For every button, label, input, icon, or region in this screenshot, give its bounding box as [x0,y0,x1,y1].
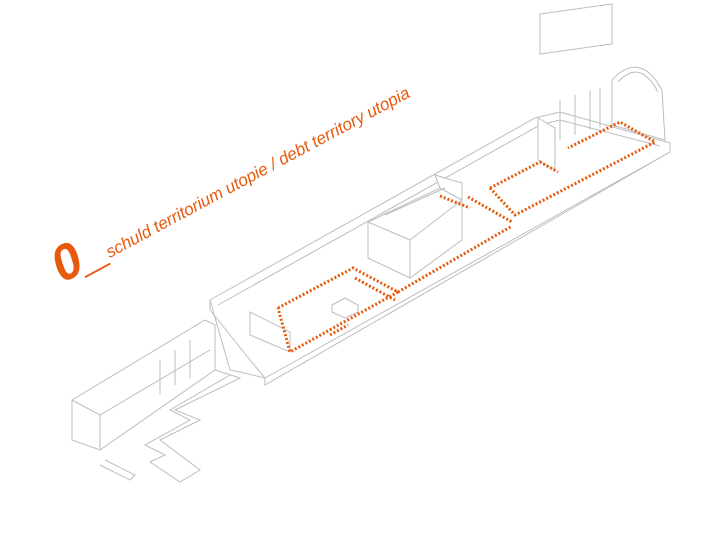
territory-boundaries [276,120,659,355]
building-outline [209,3,671,386]
entrance-wing [71,319,242,483]
